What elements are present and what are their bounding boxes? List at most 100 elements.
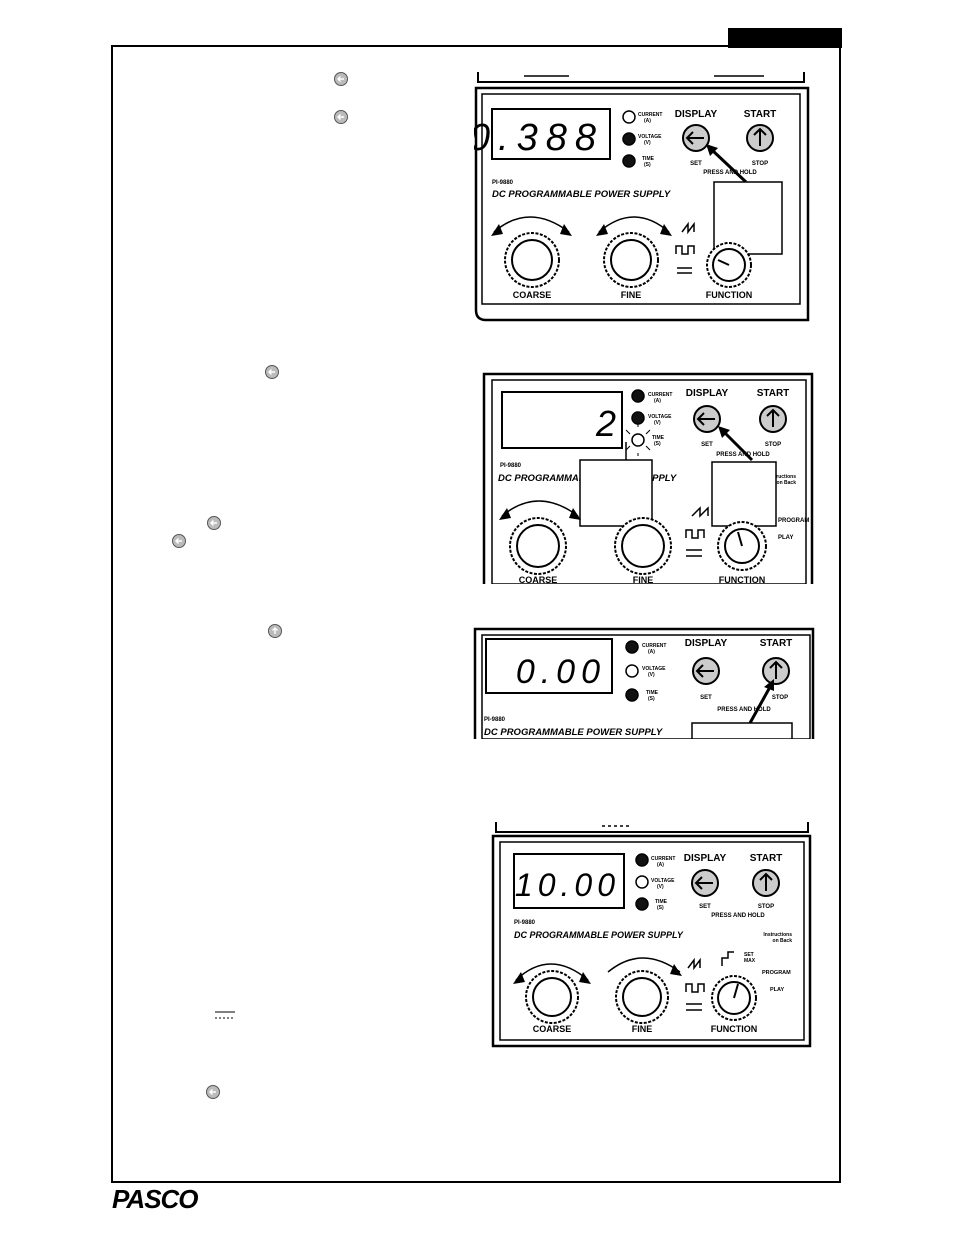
- panel-label: DISPLAY: [686, 388, 729, 399]
- current-led: [635, 853, 649, 867]
- time-led-blinking: [631, 433, 645, 447]
- panel-label: PI-9880: [500, 463, 522, 469]
- panel-label: START: [760, 638, 793, 649]
- panel-label: COARSE: [513, 290, 552, 300]
- panel-label: (A): [654, 398, 661, 404]
- panel-label: (S): [648, 696, 655, 702]
- panel-label: DISPLAY: [685, 638, 728, 649]
- panel-label: PRESS AND HOLD: [717, 707, 771, 713]
- panel-label: SET: [699, 904, 711, 910]
- page-frame: [111, 45, 841, 1183]
- panel-label: Instructions: [763, 932, 792, 938]
- panel-label: DC PROGRAMMABLE POWER SUPPLY: [492, 189, 672, 200]
- panel-label: TIME: [642, 156, 655, 162]
- panel-label: FINE: [633, 575, 654, 584]
- panel-label: START: [757, 388, 790, 399]
- panel-label: PRESS AND HOLD: [716, 452, 770, 458]
- panel-label: on Back: [777, 480, 797, 486]
- panel-label: SET: [701, 442, 713, 448]
- panel-label: PI-9880: [514, 920, 536, 926]
- display-arrow-icon: [206, 1085, 220, 1099]
- display-arrow-icon: [172, 534, 186, 548]
- panel-label: VOLTAGE: [638, 134, 662, 140]
- figure-4-panel: 10.00 CURRENT (A) VOLTAGE (V) TIME (S) D…: [491, 822, 812, 1048]
- panel-label: FUNCTION: [711, 1024, 758, 1034]
- panel-label: (V): [648, 672, 655, 678]
- panel-label: CURRENT: [651, 856, 675, 862]
- panel-label: PROGRAM: [778, 518, 809, 524]
- panel-label: (S): [654, 441, 661, 447]
- figure-3-panel: 0.00 CURRENT (A) VOLTAGE (V) TIME (S) DI…: [473, 627, 815, 739]
- panel-label: CURRENT: [638, 112, 662, 118]
- figure-2-panel: 2 CURRENT (A) VOLTAGE (V) TIME (S) DISPL…: [482, 372, 814, 584]
- panel-label: PLAY: [770, 987, 784, 993]
- panel-label: (S): [644, 162, 651, 168]
- panel-label: CURRENT: [642, 643, 666, 649]
- panel-label: (V): [644, 140, 651, 146]
- display-arrow-icon: [265, 365, 279, 379]
- panel-label: PI-9880: [484, 717, 506, 723]
- digital-readout: 0.388: [474, 117, 604, 159]
- voltage-led: [625, 664, 639, 678]
- display-arrow-icon: [334, 72, 348, 86]
- panel-label: (A): [644, 118, 651, 124]
- start-arrow-icon: [268, 624, 282, 638]
- current-led: [631, 389, 645, 403]
- voltage-led: [635, 875, 649, 889]
- panel-label: STOP: [765, 442, 781, 448]
- panel-label: VOLTAGE: [648, 414, 672, 420]
- panel-label: (V): [657, 884, 664, 890]
- figure-1-panel: 0.388 CURRENT (A) VOLTAGE (V) TIME (S) D…: [474, 72, 810, 322]
- panel-label: PI-9880: [492, 180, 514, 186]
- panel-label: COARSE: [519, 575, 558, 584]
- panel-label: on Back: [773, 938, 793, 944]
- panel-label: Instructions: [767, 474, 796, 480]
- panel-label: SET: [700, 695, 712, 701]
- panel-label: COARSE: [533, 1024, 572, 1034]
- time-led: [635, 897, 649, 911]
- panel-label: FINE: [632, 1024, 653, 1034]
- panel-label: FUNCTION: [706, 290, 753, 300]
- display-arrow-icon: [207, 516, 221, 530]
- panel-label: SET: [690, 161, 702, 167]
- current-led: [622, 110, 636, 124]
- current-led: [625, 640, 639, 654]
- digital-readout: 2: [595, 403, 616, 444]
- panel-label: VOLTAGE: [642, 666, 666, 672]
- panel-label: (A): [657, 862, 664, 868]
- time-led: [625, 688, 639, 702]
- panel-label: DC PROGRAMMABLE POWER SUPPLY: [514, 930, 684, 940]
- panel-label: (A): [648, 649, 655, 655]
- panel-label: STOP: [758, 904, 774, 910]
- panel-label: VOLTAGE: [651, 878, 675, 884]
- digital-readout: 10.00: [515, 867, 620, 903]
- panel-label: PRESS AND HOLD: [711, 913, 765, 919]
- panel-label: FUNCTION: [719, 575, 766, 584]
- panel-label: START: [750, 853, 783, 864]
- panel-label: DISPLAY: [684, 853, 727, 864]
- time-led: [622, 154, 636, 168]
- panel-label: PROGRAM: [762, 970, 791, 976]
- panel-label: DC PROGRAMMABLE POWER SUPPLY: [484, 727, 664, 738]
- panel-label: TIME: [646, 690, 659, 696]
- panel-label: STOP: [752, 161, 768, 167]
- dc-symbol-icon: [215, 1011, 235, 1019]
- panel-label: (V): [654, 420, 661, 426]
- panel-label: FINE: [621, 290, 642, 300]
- display-arrow-icon: [334, 110, 348, 124]
- panel-label: PRESS AND HOLD: [703, 170, 757, 176]
- panel-label: SET: [744, 952, 754, 958]
- voltage-led: [622, 132, 636, 146]
- panel-label: TIME: [652, 435, 665, 441]
- panel-label: START: [744, 109, 777, 120]
- panel-label: TIME: [655, 899, 668, 905]
- panel-label: MAX: [744, 958, 756, 964]
- panel-label: STOP: [772, 695, 788, 701]
- header-tab: [728, 28, 842, 48]
- panel-label: DISPLAY: [675, 109, 718, 120]
- digital-readout: 0.00: [516, 653, 606, 691]
- panel-label: (S): [657, 905, 664, 911]
- voltage-led: [631, 411, 645, 425]
- pasco-logo: PASCO: [112, 1184, 199, 1214]
- panel-label: CURRENT: [648, 392, 672, 398]
